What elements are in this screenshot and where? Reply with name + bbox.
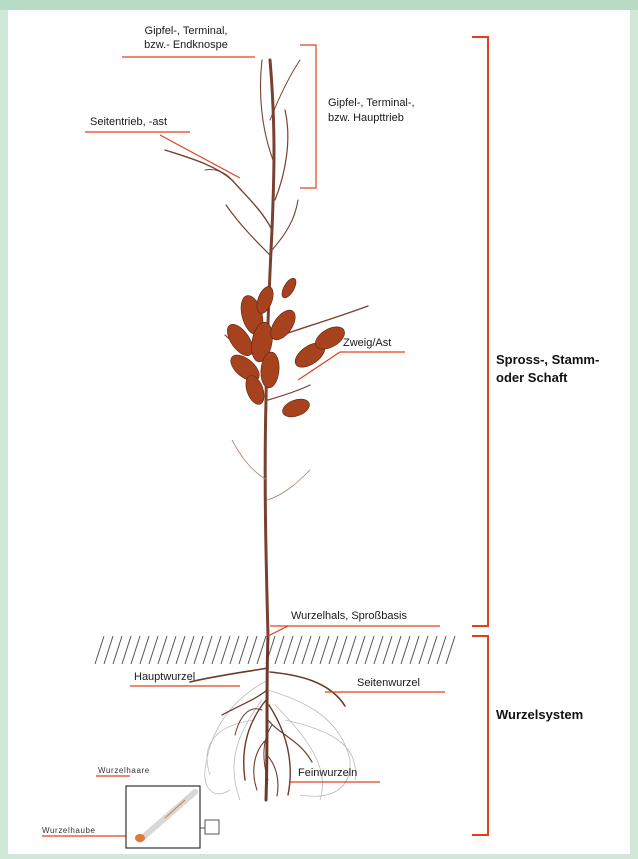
label-feinwurzeln: Feinwurzeln — [298, 767, 357, 779]
label-wurzelhaube: Wurzelhaube — [42, 826, 96, 835]
label-haupttrieb-1: Gipfel-, Terminal-, — [328, 97, 415, 109]
label-haupttrieb-2: bzw. Haupttrieb — [328, 112, 404, 124]
leaves — [222, 276, 348, 420]
label-zweig: Zweig/Ast — [343, 337, 391, 349]
ground-hatching — [95, 636, 455, 664]
label-wurzelhaare: Wurzelhaare — [98, 766, 150, 775]
leader-lines — [42, 45, 445, 836]
label-spross-1: Spross-, Stamm- — [496, 352, 599, 367]
label-gipfel-2: bzw.- Endknospe — [144, 39, 228, 51]
label-spross-2: oder Schaft — [496, 370, 568, 385]
label-wurzelsystem: Wurzelsystem — [496, 707, 583, 722]
root-hair-inset — [126, 786, 219, 848]
label-wurzelhals: Wurzelhals, Sproßbasis — [291, 610, 407, 622]
label-seitentrieb: Seitentrieb, -ast — [90, 116, 167, 128]
label-hauptwurzel: Hauptwurzel — [134, 671, 195, 683]
label-seitenwurzel: Seitenwurzel — [357, 677, 420, 689]
label-gipfel-1: Gipfel-, Terminal, — [145, 25, 228, 37]
right-brackets — [472, 37, 488, 835]
